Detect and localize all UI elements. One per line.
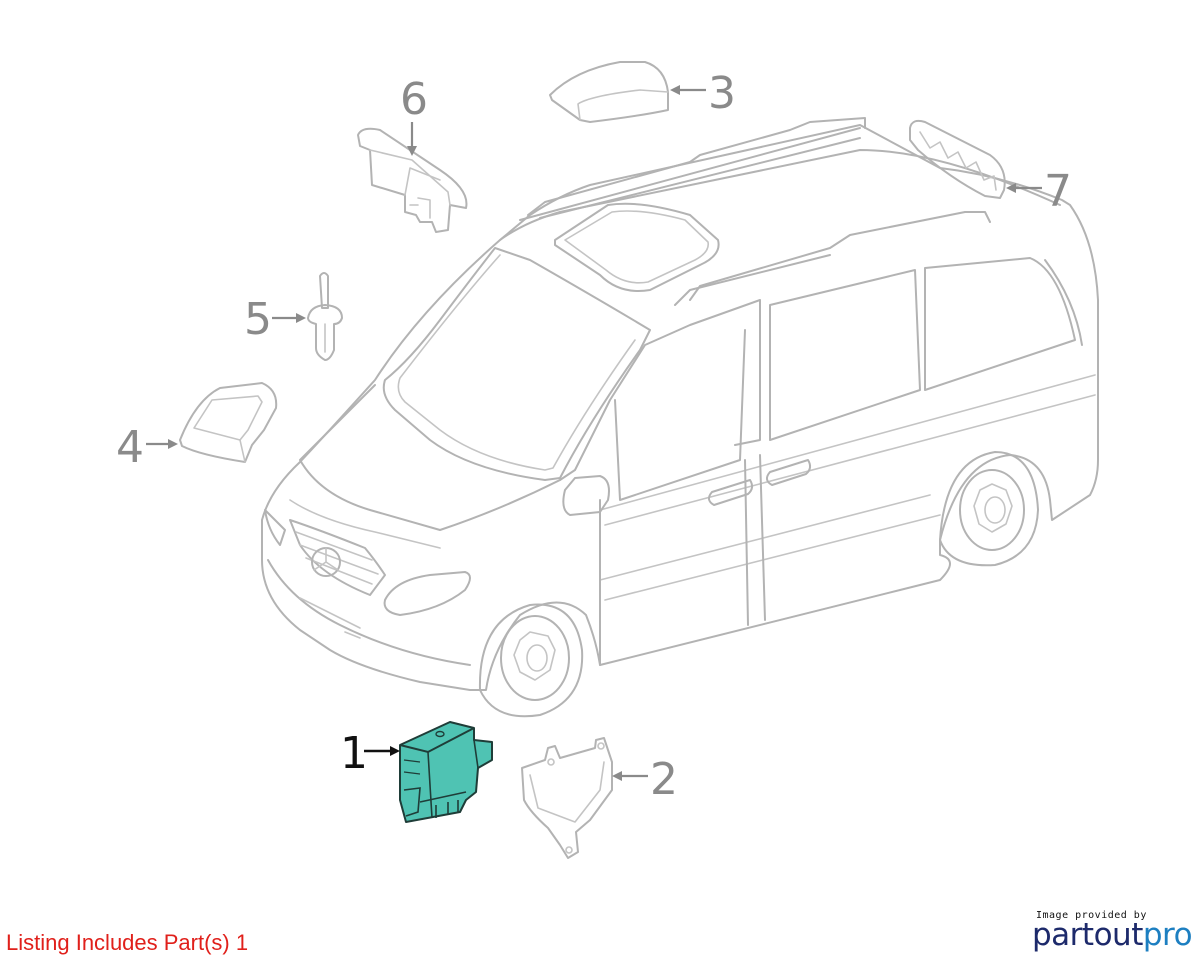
part-5-clip [307,272,343,361]
brand-part-2: pro [1142,917,1193,953]
callout-7: 7 [1044,166,1072,217]
part-7-trim [909,119,1006,199]
image-credit-text: Image provided by [1036,910,1147,921]
part-2-bracket [521,737,613,859]
callout-6: 6 [400,74,428,125]
brand-part-1: partout [1032,917,1143,953]
part-1-control-module [399,721,493,823]
callout-4: 4 [116,422,144,473]
callout-2: 2 [650,754,678,805]
partoutpro-logo: partoutpro [1032,917,1193,953]
callout-arrows [146,85,1042,781]
part-6-switch-unit [357,127,468,233]
callout-5: 5 [244,294,272,345]
callout-3: 3 [708,68,736,119]
part-4-cover [179,382,278,463]
listing-includes-text: Listing Includes Part(s) 1 [6,930,249,955]
van-illustration [261,117,1099,718]
part-3-cover [549,61,669,123]
callout-1: 1 [340,728,368,779]
